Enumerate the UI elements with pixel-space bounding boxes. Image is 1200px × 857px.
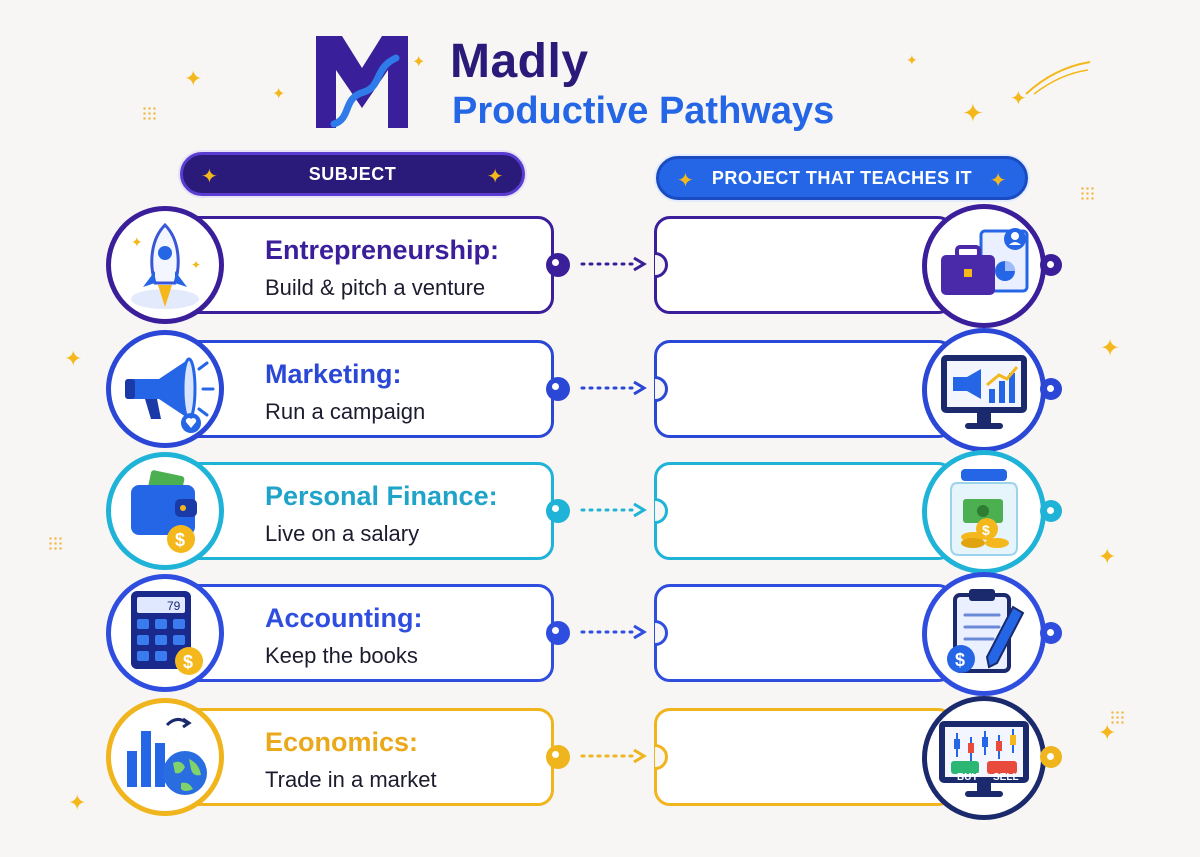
connector-node [1040, 378, 1062, 400]
buy-button-label: BUY [957, 772, 979, 783]
dot-grid-decoration [48, 536, 64, 552]
svg-text:✦: ✦ [191, 258, 201, 272]
sparkle-icon: ✦ [64, 346, 83, 371]
subject-card[interactable]: Economics: Trade in a market [170, 708, 554, 806]
calculator-icon: 79 $ [106, 574, 224, 692]
dot-grid-decoration [1080, 186, 1096, 202]
trading-monitor-icon: BUY SELL [922, 696, 1046, 820]
subject-title: Entrepreneurship: [265, 235, 500, 265]
pathway-row-personal-finance: Personal Finance: Live on a salary $ $ [0, 450, 1200, 574]
money-jar-icon: $ [922, 450, 1046, 574]
project-card[interactable] [654, 216, 954, 314]
sparkle-icon: ✦ [486, 166, 504, 188]
sparkle-icon: ✦ [201, 166, 219, 188]
subject-title: Personal Finance: [265, 481, 498, 511]
bar-chart-globe-icon [106, 698, 224, 816]
wallet-icon: $ [106, 452, 224, 570]
pathway-row-marketing: Marketing: Run a campaign [0, 328, 1200, 452]
project-card[interactable] [654, 584, 954, 682]
dotted-arrow-icon [578, 500, 648, 520]
connector-node [546, 499, 570, 523]
brand-tagline: Productive Pathways [452, 90, 835, 132]
subject-title: Accounting: [265, 603, 423, 633]
rocket-icon: ✦ ✦ [106, 206, 224, 324]
project-card[interactable] [654, 340, 954, 438]
subject-title: Economics: [265, 727, 419, 757]
brand-name: Madly [450, 35, 589, 88]
connector-node [1040, 254, 1062, 276]
sparkle-icon: ✦ [677, 170, 695, 192]
shooting-star-icon: ✦ [1010, 88, 1027, 110]
subject-card[interactable]: Accounting: Keep the books [170, 584, 554, 682]
dotted-arrow-icon [578, 378, 648, 398]
pathway-row-entrepreneurship: Entrepreneurship: Build & pitch a ventur… [0, 204, 1200, 328]
project-column-header: ✦ PROJECT THAT TEACHES IT ✦ [656, 156, 1028, 200]
connector-node [1040, 500, 1062, 522]
sell-button-label: SELL [993, 772, 1019, 783]
svg-text:$: $ [175, 530, 185, 550]
project-header-label: PROJECT THAT TEACHES IT [711, 167, 973, 188]
subject-subtitle: Live on a salary [265, 521, 420, 546]
subject-header-label: SUBJECT [308, 163, 397, 184]
subject-column-header: ✦ SUBJECT ✦ [180, 152, 525, 196]
subject-card[interactable]: Entrepreneurship: Build & pitch a ventur… [170, 216, 554, 314]
subject-subtitle: Build & pitch a venture [265, 275, 486, 300]
sparkle-icon: ✦ [989, 170, 1007, 192]
sparkle-icon: ✦ [272, 86, 286, 103]
calculator-display: 79 [167, 599, 181, 613]
subject-subtitle: Trade in a market [265, 767, 437, 792]
monitor-megaphone-chart-icon [922, 328, 1046, 452]
briefcase-presentation-icon [922, 204, 1046, 328]
connector-node [546, 621, 570, 645]
project-card[interactable] [654, 708, 954, 806]
svg-text:$: $ [982, 522, 990, 538]
dot-grid-decoration [142, 106, 158, 122]
pathway-row-economics: Economics: Trade in a market [0, 696, 1200, 820]
sparkle-icon: ✦ [184, 66, 203, 91]
pathway-row-accounting: Accounting: Keep the books 79 $ [0, 572, 1200, 696]
sparkle-icon: ✦ [906, 52, 918, 68]
sparkle-icon: ✦ [1100, 335, 1121, 362]
subject-card[interactable]: Marketing: Run a campaign [170, 340, 554, 438]
subject-card[interactable]: Personal Finance: Live on a salary [170, 462, 554, 560]
madly-logo-icon [312, 28, 412, 132]
sparkle-icon: ✦ [412, 54, 426, 71]
sparkle-icon: ✦ [962, 98, 984, 128]
dot-grid-decoration [1110, 710, 1126, 726]
svg-text:$: $ [955, 650, 965, 670]
clipboard-pen-icon: $ [922, 572, 1046, 696]
subject-title: Marketing: [265, 359, 402, 389]
svg-text:$: $ [183, 652, 193, 672]
sparkle-icon: ✦ [1098, 544, 1117, 569]
dotted-arrow-icon [578, 254, 648, 274]
dotted-arrow-icon [578, 622, 648, 642]
sparkle-icon: ✦ [1098, 720, 1117, 745]
shooting-star-trail-icon [1024, 58, 1094, 98]
connector-node [1040, 746, 1062, 768]
sparkle-icon: ✦ [68, 790, 87, 815]
connector-node [546, 745, 570, 769]
connector-node [546, 253, 570, 277]
subject-subtitle: Keep the books [265, 643, 418, 668]
subject-subtitle: Run a campaign [265, 399, 426, 424]
connector-node [546, 377, 570, 401]
svg-text:✦: ✦ [131, 234, 143, 250]
megaphone-icon [106, 330, 224, 448]
dotted-arrow-icon [578, 746, 648, 766]
project-card[interactable] [654, 462, 954, 560]
connector-node [1040, 622, 1062, 644]
